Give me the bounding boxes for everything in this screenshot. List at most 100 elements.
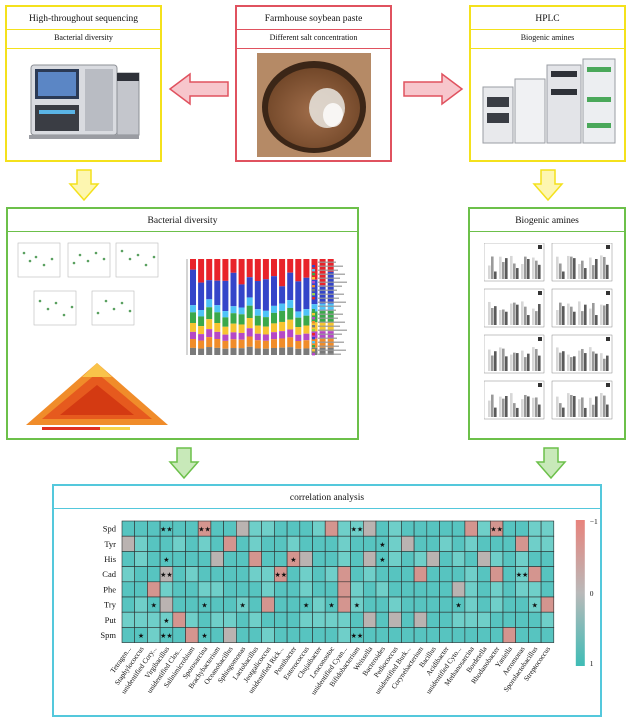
significance-mark: ★ (303, 602, 309, 610)
heatmap-cell (375, 581, 389, 598)
legend-label-line (318, 289, 337, 291)
stack-segment (327, 259, 334, 272)
stack-segment (222, 334, 229, 341)
sequencing-box: High-throughout sequencing Bacterial div… (5, 5, 162, 162)
heatmap-cell (337, 551, 351, 567)
amine-bar (600, 353, 603, 371)
heatmap-cell (172, 551, 186, 567)
heatmap-cell (210, 596, 224, 613)
heatmap-cell (439, 520, 453, 537)
stack-segment (246, 328, 253, 337)
stack-segment (238, 348, 245, 355)
amine-bar (581, 397, 584, 417)
heatmap-cell (185, 551, 199, 567)
heatmap-cell (172, 566, 186, 583)
heatmap-cell (362, 520, 377, 537)
amine-bar (556, 347, 559, 371)
amine-bar (535, 397, 538, 417)
amine-bar (581, 348, 584, 371)
heatmap-cell (185, 581, 199, 598)
stack-segment (198, 340, 205, 349)
heatmap-row-label: Spm (100, 630, 116, 640)
heatmap-cell (350, 566, 364, 583)
legend-label-line (318, 337, 337, 339)
stack-segment (303, 333, 310, 341)
amine-bar (527, 353, 530, 371)
heatmap-cell (401, 596, 415, 613)
heatmap-cell (223, 611, 237, 628)
amine-bar (589, 397, 592, 417)
significance-mark: ★ (151, 602, 157, 610)
significance-mark: ★ (201, 602, 207, 610)
arrow-down-green-right (535, 447, 567, 480)
heatmap-cell (337, 627, 351, 643)
legend-label-line (318, 329, 347, 331)
stack-segment (190, 312, 196, 323)
heatmap-cell (464, 581, 478, 598)
heatmap-cell (489, 596, 504, 613)
legend-swatch (312, 345, 315, 348)
heatmap-cell (426, 520, 440, 537)
bacterial-diversity-title: Bacterial diversity (147, 216, 218, 226)
stack-segment (230, 272, 237, 307)
heatmap-cell (375, 596, 389, 613)
heatmap-cell (426, 627, 440, 643)
heatmap-cell (236, 535, 250, 552)
heatmap-cell (362, 581, 377, 598)
stack-segment (279, 310, 286, 322)
hplc-box: HPLC Biogenic amines (469, 5, 626, 162)
significance-mark: ★ (328, 602, 334, 610)
amine-bar (494, 271, 497, 279)
heatmap-cell (172, 596, 186, 613)
amine-panel-tag (538, 245, 542, 249)
amine-bar (491, 394, 494, 417)
amine-bar (559, 263, 562, 279)
heatmap-cell (236, 551, 250, 567)
legend-swatch (312, 353, 315, 356)
significance-mark: ★★ (490, 526, 503, 534)
heatmap-cell (477, 551, 491, 567)
stack-segment (271, 305, 277, 313)
heatmap-cell (134, 520, 148, 537)
amine-bar (488, 301, 491, 325)
amine-bar (524, 357, 527, 371)
heatmap-cell (515, 520, 529, 537)
heatmap-cell (528, 627, 542, 643)
stack-segment (262, 279, 269, 311)
amine-bar (581, 311, 584, 325)
amine-bar (513, 263, 516, 279)
legend-swatch (312, 329, 315, 332)
stack-segment (319, 311, 326, 323)
amine-bar (567, 393, 570, 417)
heatmap-cell (312, 611, 326, 628)
amine-bar (527, 396, 530, 417)
stack-segment (254, 281, 261, 310)
stack-segment (230, 306, 237, 314)
stack-segment (295, 334, 302, 341)
heatmap-cell (248, 535, 262, 552)
heatmap-cell (210, 535, 224, 552)
heatmap-cell (261, 566, 275, 583)
stack-segment (319, 347, 326, 355)
amine-bar (491, 308, 494, 325)
heatmap-cell (502, 520, 516, 537)
stack-segment (262, 317, 269, 327)
heatmap-cell (134, 596, 148, 613)
stack-segment (303, 325, 310, 334)
heatmap-cell (375, 627, 389, 643)
heatmap-cell (388, 596, 402, 613)
amine-bar (521, 264, 524, 279)
heatmap-cell (489, 551, 504, 567)
amine-bar (595, 315, 598, 325)
heatmap-cell (426, 581, 440, 598)
heatmap-cell (172, 535, 186, 552)
heatmap-cell (528, 551, 542, 567)
heatmap-cell (121, 611, 135, 628)
heatmap-cell (540, 627, 555, 643)
heatmap-cell (362, 566, 377, 583)
amine-bar (581, 260, 584, 279)
significance-mark: ★ (455, 602, 461, 610)
stack-segment (214, 331, 221, 340)
heatmap-cell (261, 611, 275, 628)
heatmap-cell (528, 581, 542, 598)
